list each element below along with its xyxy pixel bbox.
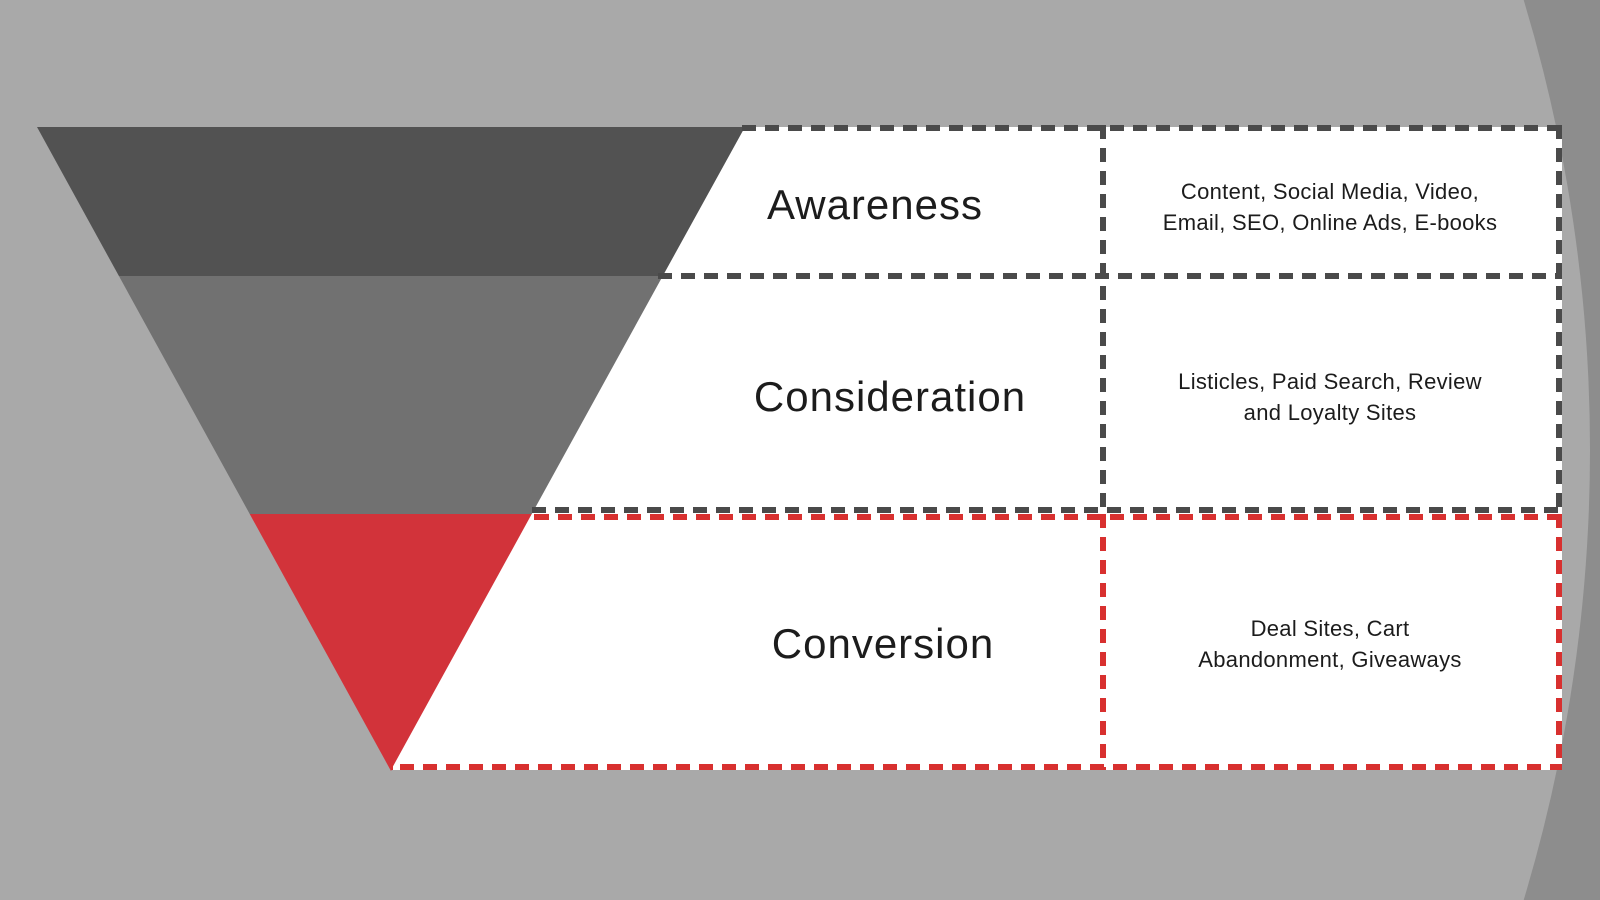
channels-consideration-line1: Listicles, Paid Search, Review xyxy=(1178,369,1482,394)
column-divider-gray xyxy=(1100,125,1106,508)
border-top-conversion xyxy=(526,514,1562,520)
channels-text-consideration: Listicles, Paid Search, Review and Loyal… xyxy=(1110,366,1550,428)
border-bottom-consideration xyxy=(532,507,1562,513)
stage-label-awareness: Awareness xyxy=(766,181,983,228)
border-bottom-conversion xyxy=(391,764,1562,770)
channels-text-conversion: Deal Sites, Cart Abandonment, Giveaways xyxy=(1110,613,1550,675)
border-right-red xyxy=(1556,514,1562,770)
channels-awareness-line2: Email, SEO, Online Ads, E-books xyxy=(1162,210,1498,235)
funnel-segment-awareness xyxy=(37,127,745,276)
column-divider-red xyxy=(1100,514,1106,770)
border-right-gray xyxy=(1556,125,1562,508)
stage-label-consideration: Consideration xyxy=(753,373,1027,420)
channels-consideration-line2: and Loyalty Sites xyxy=(1243,400,1417,425)
border-top-awareness xyxy=(742,125,1562,131)
channels-conversion-line2: Abandonment, Giveaways xyxy=(1198,647,1462,672)
row-divider-awareness-consideration xyxy=(658,273,1562,279)
channels-text-awareness: Content, Social Media, Video, Email, SEO… xyxy=(1110,176,1550,238)
row-panel-awareness xyxy=(660,127,1562,281)
stage-label-conversion: Conversion xyxy=(771,620,995,667)
channels-awareness-line1: Content, Social Media, Video, xyxy=(1180,179,1480,204)
row-panel-conversion xyxy=(391,519,1562,770)
row-panel-consideration xyxy=(529,281,1562,519)
channels-conversion-line1: Deal Sites, Cart xyxy=(1250,616,1410,641)
